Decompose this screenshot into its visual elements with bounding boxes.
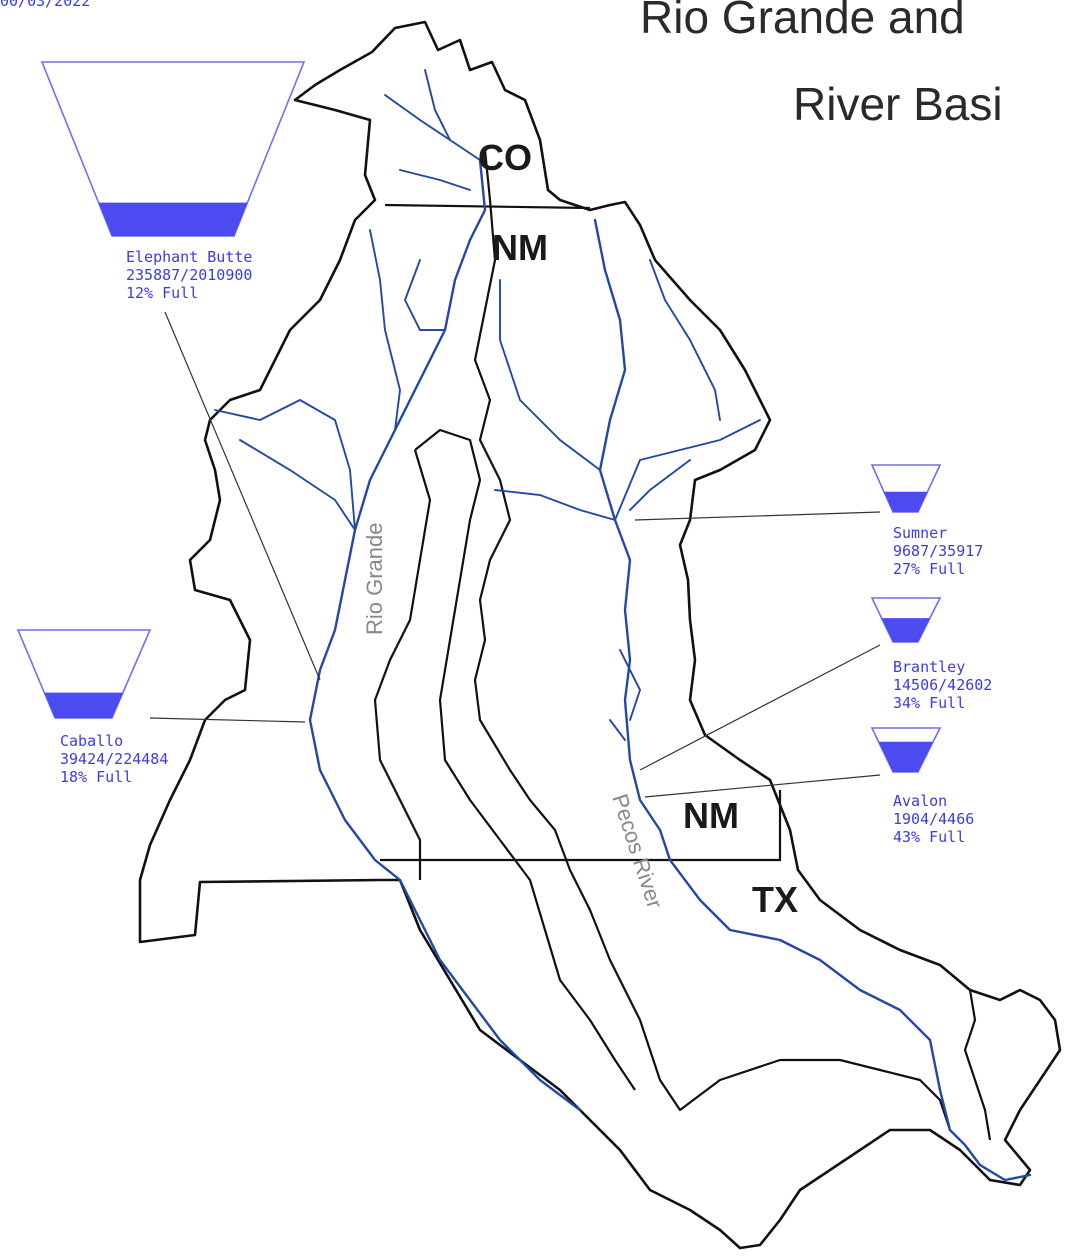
reservoir-label-elephant-butte: Elephant Butte 235887/2010900 12% Full [126, 248, 252, 302]
rio-grande-tributary [399, 169, 471, 191]
svg-text:43% Full: 43% Full [893, 828, 965, 846]
state-label-co: CO [478, 137, 532, 178]
svg-text:Sumner: Sumner [893, 524, 947, 542]
reservoir-water-level [98, 202, 248, 236]
date-fragment: 00/03/2022 [0, 0, 90, 10]
rio-grande-tributary [214, 398, 356, 531]
pecos-river-label: Pecos River [607, 791, 667, 912]
pecos-tributary [499, 279, 601, 471]
svg-text:Elephant Butte: Elephant Butte [126, 248, 252, 266]
svg-text:235887/2010900: 235887/2010900 [126, 266, 252, 284]
rio-grande-tributary [403, 259, 446, 331]
reservoir-water-level [878, 741, 934, 772]
state-label-nm-north: NM [492, 227, 548, 268]
reservoir-icon-elephant-butte [40, 61, 306, 237]
avalon-leader [644, 774, 881, 798]
reservoir-icon-brantley [870, 597, 942, 643]
reservoir-water-level [881, 618, 930, 642]
reservoir-label-avalon: Avalon 1904/4466 43% Full [893, 792, 974, 846]
pecos-tributary [629, 459, 691, 511]
reservoir-icon-avalon [870, 727, 942, 773]
southeast-divide [963, 989, 992, 1141]
reservoir-water-level [883, 491, 928, 512]
svg-text:18% Full: 18% Full [60, 768, 132, 786]
state-label-tx: TX [752, 879, 798, 920]
brantley-leader [639, 644, 881, 771]
reservoir-icon-sumner [870, 464, 942, 513]
svg-text:Caballo: Caballo [60, 732, 123, 750]
svg-text:34% Full: 34% Full [893, 694, 965, 712]
svg-text:27% Full: 27% Full [893, 560, 965, 578]
rio-grande-river [308, 158, 582, 1112]
sumner-leader [634, 511, 881, 521]
map-title-line-2: River Basi [793, 78, 1003, 130]
reservoir-icon-caballo [16, 629, 152, 719]
western-divide [373, 449, 432, 880]
pecos-tributary [619, 649, 642, 721]
rio-grande-tributary [424, 69, 451, 141]
svg-text:Brantley: Brantley [893, 658, 965, 676]
svg-text:12% Full: 12% Full [126, 284, 198, 302]
elephant-butte-leader [164, 311, 321, 681]
map-title-line-1: Rio Grande and [640, 0, 965, 43]
rio-grande-tributary [239, 439, 356, 531]
svg-text:Avalon: Avalon [893, 792, 947, 810]
rio-grande-tributary [384, 94, 481, 161]
reservoir-icons [16, 61, 942, 773]
caballo-leader [149, 717, 306, 723]
rio-grande-label: Rio Grande [362, 522, 387, 635]
reservoir-label-brantley: Brantley 14506/42602 34% Full [893, 658, 992, 712]
co-nm-state-line [384, 203, 591, 210]
pecos-tributary [609, 719, 626, 741]
svg-text:39424/224484: 39424/224484 [60, 750, 168, 768]
reservoir-label-caballo: Caballo 39424/224484 18% Full [60, 732, 168, 786]
state-label-nm-south: NM [683, 795, 739, 836]
pecos-tributary [494, 489, 616, 521]
svg-text:14506/42602: 14506/42602 [893, 676, 992, 694]
central-divide [414, 428, 636, 1091]
pecos-river [593, 218, 1032, 1182]
pecos-divide-west [473, 149, 952, 1131]
svg-text:9687/35917: 9687/35917 [893, 542, 983, 560]
nm-tx-state-line [380, 790, 782, 862]
pecos-tributary [649, 259, 721, 421]
reservoir-water-level [44, 692, 123, 718]
rio-grande-tributary [369, 229, 401, 431]
reservoir-label-sumner: Sumner 9687/35917 27% Full [893, 524, 983, 578]
rio-grande-basin-boundary [138, 20, 1062, 1250]
pecos-tributary [614, 419, 761, 521]
svg-text:1904/4466: 1904/4466 [893, 810, 974, 828]
